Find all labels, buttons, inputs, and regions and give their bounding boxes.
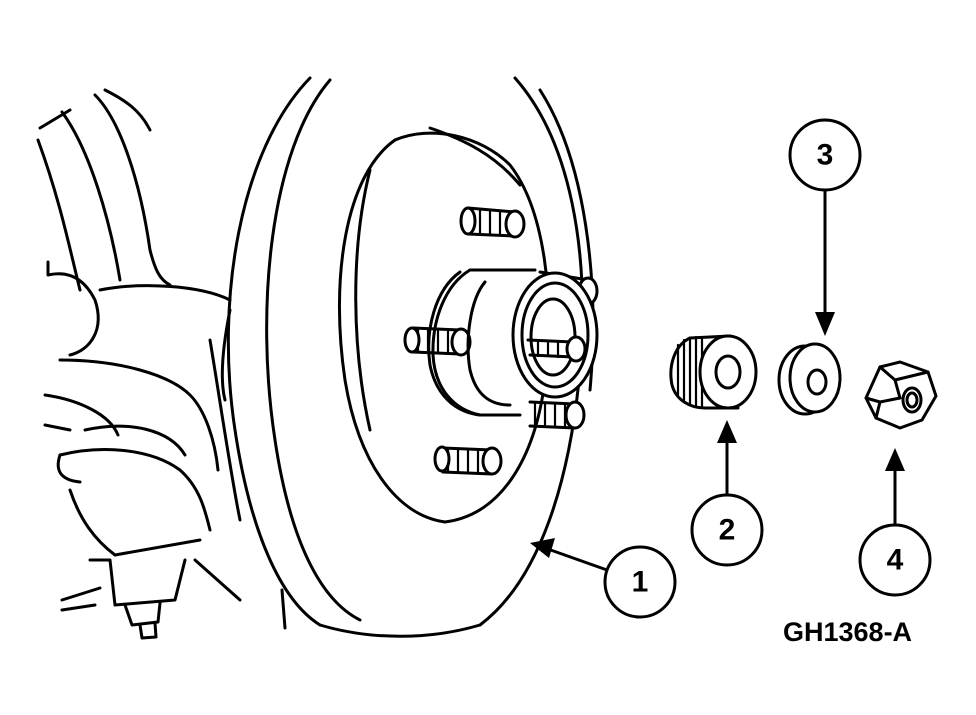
washer-part <box>777 342 842 416</box>
wheel-stud-left <box>403 326 472 357</box>
figure-id-label: GH1368-A <box>783 617 912 647</box>
callout-3: 3 <box>788 118 862 192</box>
callout-4: 4 <box>858 523 932 597</box>
wheel-stud-top <box>459 206 526 239</box>
hub-spindle <box>427 268 599 417</box>
callout-2-label: 2 <box>719 514 736 547</box>
callout-3-label: 3 <box>817 139 834 172</box>
nut-part <box>864 360 938 430</box>
wheel-stud-bottom-left <box>433 445 503 476</box>
leader-arrows <box>530 185 905 572</box>
wheel-stud-bottom-right <box>528 400 586 430</box>
callout-4-label: 4 <box>887 544 904 577</box>
callout-1: 1 <box>603 545 677 619</box>
callout-2: 2 <box>690 493 764 567</box>
bearing-part <box>669 334 758 410</box>
callout-1-label: 1 <box>632 566 649 599</box>
steering-knuckle <box>36 88 242 640</box>
